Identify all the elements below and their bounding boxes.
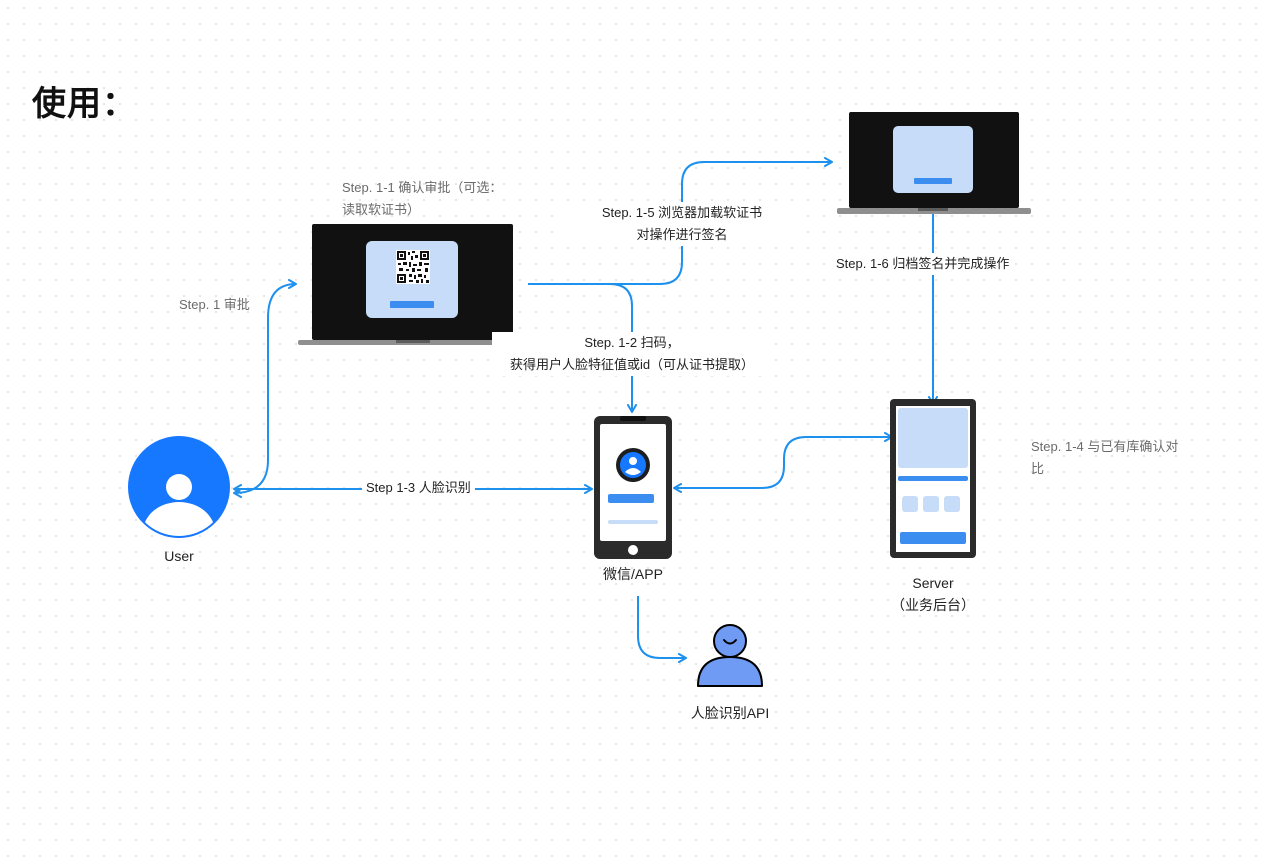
step-1-1-label: Step. 1-1 确认审批（可选： 读取软证书） [342,180,503,217]
phone-icon [594,416,672,559]
face-api-label: 人脸识别API [690,705,770,721]
page-title: 使用： [32,85,137,123]
person-icon [697,624,763,687]
arrow-face-api [637,596,687,663]
user-label: User [164,548,194,564]
step-1-4-label: Step. 1-4 与已有库确认对 比 [1031,439,1179,476]
laptop-icon [837,112,1031,214]
user-avatar-icon [128,436,230,538]
laptop-qr-icon [298,224,527,345]
server-phone-icon [890,399,976,558]
arrow-step-1-4 [673,432,893,493]
step-1-2-label: Step. 1-2 扫码， 获得用户人脸特征值或id（可从证书提取） [492,332,772,376]
phone-label: 微信/APP [603,566,663,582]
step-1-6-label: Step. 1-6 归档签名并完成操作 [836,253,1010,275]
step-1-label: Step. 1 审批 [179,297,250,312]
server-label: Server （业务后台） [891,575,975,613]
step-1-5-label: Step. 1-5 浏览器加载软证书 对操作进行签名 [566,202,798,246]
step-1-3-label: Step 1-3 人脸识别 [362,477,475,499]
qr-code-icon [396,250,430,284]
